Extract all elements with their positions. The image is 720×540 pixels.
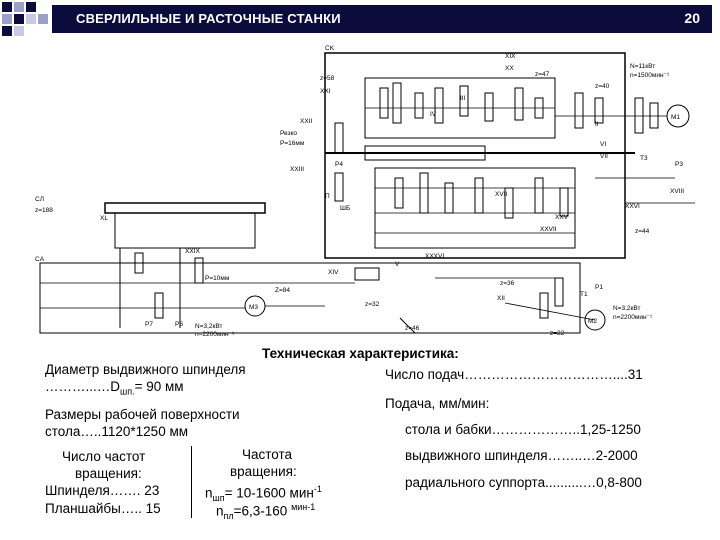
label-rezko: Резко: [280, 130, 297, 137]
label-xii: XII: [497, 295, 505, 302]
rot-count-title-1: Число частот: [62, 449, 146, 464]
label-n: П: [325, 193, 330, 200]
label-m3: M3: [249, 304, 258, 311]
m2-motor-icon: [584, 309, 606, 331]
label-iv: IV: [430, 111, 437, 118]
clutch-xiv: [354, 267, 380, 281]
rot-freq-spindle: nшп= 10-1600 мин-1: [205, 484, 322, 504]
label-p1: P1: [595, 284, 603, 291]
page-number: 20: [684, 10, 700, 26]
spindle-diameter-value: ………...…Dшп.= 90 мм: [45, 379, 184, 397]
label-xxii: XXII: [300, 118, 312, 125]
label-xxvii: XVIII: [670, 188, 684, 195]
label-xx: XX: [505, 65, 514, 72]
label-p7: P7: [145, 321, 153, 328]
m1-power: N=11кВт: [630, 63, 655, 70]
headstock-frame: [324, 52, 626, 259]
table-carriage: [114, 212, 256, 249]
label-t3: T3: [640, 155, 648, 162]
label-wb: ШБ: [340, 205, 350, 212]
table-top: [104, 202, 266, 214]
label-z188: z=188: [35, 207, 53, 214]
title-bar: СВЕРЛИЛЬНЫЕ И РАСТОЧНЫЕ СТАНКИ 20: [52, 5, 712, 33]
label-z47: z=47: [535, 71, 550, 78]
gear-block-lower: [374, 167, 576, 249]
label-cn: CЛ: [35, 196, 44, 203]
label-p16: P=16мм: [280, 140, 305, 147]
m3-power: N=3,2кВт: [195, 323, 222, 330]
label-xl: XL: [100, 215, 108, 222]
work-surface-label: Размеры рабочей поверхности: [45, 407, 240, 422]
label-xxix: XXIX: [185, 248, 200, 255]
feed-spindle: выдвижного шпинделя……..…2-2000: [405, 448, 638, 463]
label-p3: P3: [675, 161, 683, 168]
rot-freq-faceplate: nпл=6,3-160 мин-1: [216, 502, 316, 522]
bed-frame: [39, 262, 581, 334]
shaft-lines: [40, 107, 695, 321]
label-v: V: [395, 261, 400, 268]
label-p10: P=10мм: [205, 275, 230, 282]
label-z36: z=36: [500, 280, 515, 287]
label-m1: M1: [671, 114, 680, 121]
label-z44: z=44: [635, 228, 650, 235]
m3-speed: n=2200мин⁻¹: [195, 331, 235, 338]
label-xxiii: XXIII: [290, 166, 304, 173]
feeds-count: Число подач……………………………....31: [385, 367, 643, 382]
label-xxi: XXI: [320, 88, 331, 95]
feed-table: стола и бабки………………..1,25-1250: [405, 422, 641, 437]
label-ii: II: [595, 121, 599, 128]
column-divider: [191, 446, 192, 518]
label-z84: Z=84: [275, 287, 290, 294]
label-iii: III: [460, 95, 466, 102]
label-xxxvi: XXXVI: [425, 253, 444, 260]
rot-count-faceplate: Планшайбы….. 15: [45, 501, 161, 516]
m1-speed: n=1500мин⁻¹: [630, 72, 670, 79]
m2-speed: n=2200мин⁻¹: [613, 314, 653, 321]
kinematic-diagram: CK z=58 XXI XIX XX z=47 z=40 N=11кВт n=1…: [35, 45, 695, 338]
feed-link: [399, 317, 445, 334]
label-xiv: XIV: [328, 269, 339, 276]
feeds-label: Подача, мм/мин:: [385, 396, 490, 411]
m2-power: N=3,2кВт: [613, 305, 640, 312]
rot-count-spindle: Шпинделя……. 23: [45, 483, 160, 498]
label-vi: VI: [600, 141, 606, 148]
spindle-diameter-label: Диаметр выдвижного шпинделя: [45, 362, 246, 377]
decorative-squares-icon: [2, 2, 48, 36]
label-xvii: XVII: [495, 191, 507, 198]
label-xix: XIX: [505, 53, 516, 60]
label-z22: z=22: [550, 330, 565, 337]
label-vii: VII: [600, 153, 608, 160]
label-xxvii-b: XXVII: [540, 226, 557, 233]
label-ca: CA: [35, 256, 45, 263]
label-t1: T1: [580, 291, 588, 298]
label-p6: P6: [175, 321, 183, 328]
feed-radial: радиального суппорта..........…0,8-800: [405, 475, 642, 490]
rot-freq-title-2: вращения:: [230, 464, 297, 479]
label-z40: z=40: [595, 83, 610, 90]
work-surface-value: стола…..1120*1250 мм: [45, 424, 189, 439]
label-z58: z=58: [320, 75, 335, 82]
rot-freq-title-1: Частота: [242, 447, 293, 462]
label-m2: M2: [588, 318, 597, 325]
spec-heading: Техническая характеристика:: [262, 346, 459, 361]
slide-title: СВЕРЛИЛЬНЫЕ И РАСТОЧНЫЕ СТАНКИ: [76, 11, 341, 26]
label-xxv: XXV: [555, 214, 569, 221]
rot-count-title-2: вращения:: [75, 466, 142, 481]
label-z46: z=46: [405, 325, 420, 332]
label-ck: CK: [325, 45, 335, 52]
kinematic-scheme: CK z=58 XXI XIX XX z=47 z=40 N=11кВт n=1…: [35, 38, 720, 338]
label-z32: z=32: [365, 301, 380, 308]
slide-header: СВЕРЛИЛЬНЫЕ И РАСТОЧНЫЕ СТАНКИ 20: [0, 0, 720, 38]
label-p4: P4: [335, 161, 343, 168]
label-xxvi: XXVI: [625, 203, 640, 210]
